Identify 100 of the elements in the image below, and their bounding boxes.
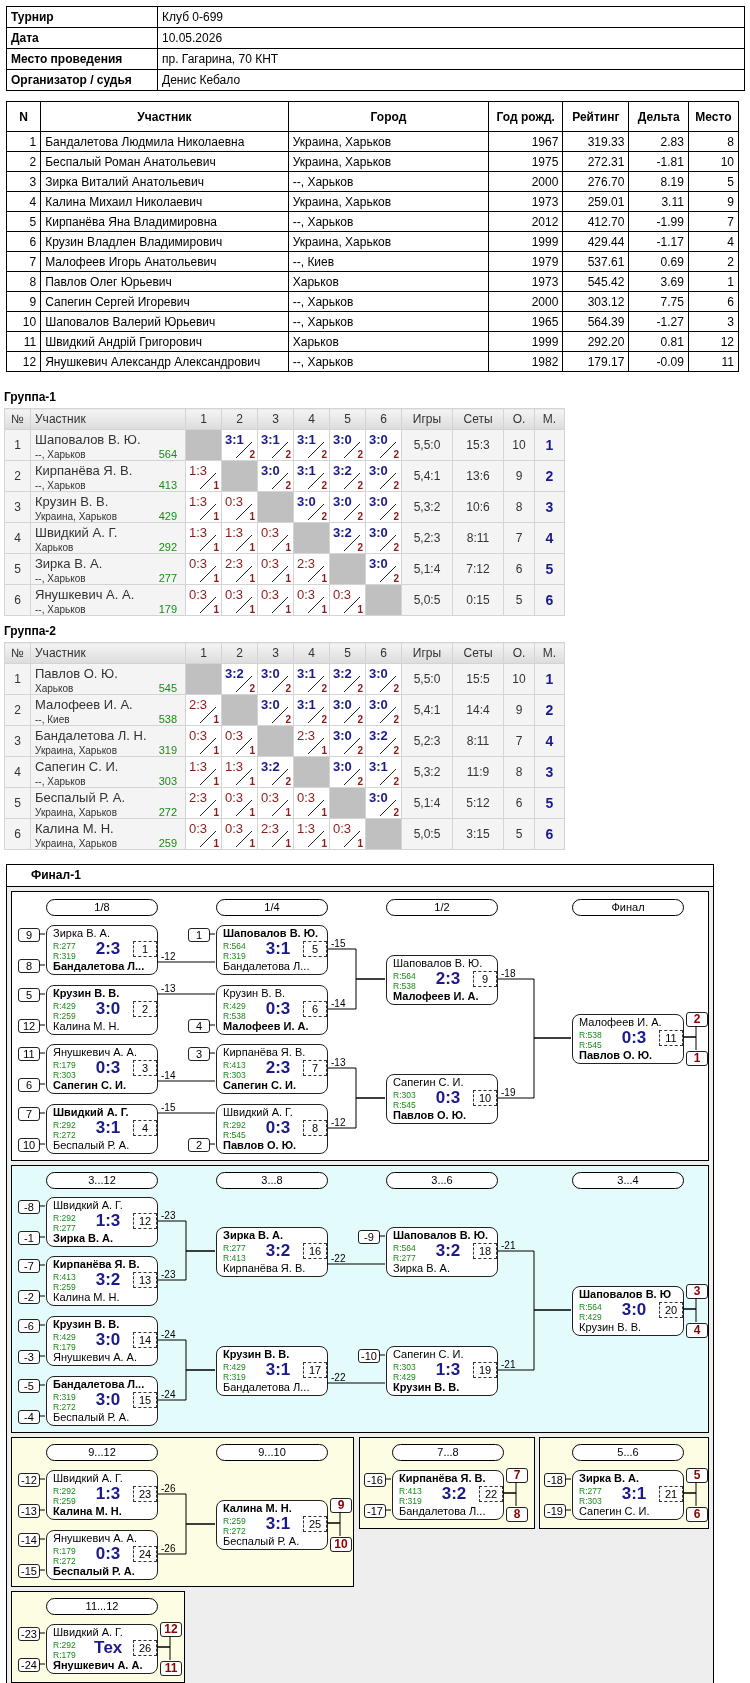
match-score: 3:0	[369, 494, 388, 509]
player-name: Янушкевич А. А.	[53, 1351, 137, 1363]
connector-line	[156, 1369, 216, 1401]
column-header: О.	[503, 642, 535, 664]
connector-line	[326, 1097, 386, 1129]
match-score: 2:3	[261, 821, 280, 836]
edge-label: -22	[330, 1253, 347, 1264]
match-score: 1:3	[94, 1484, 122, 1504]
delta-value: 0.81	[628, 331, 689, 352]
rating-value: 179	[158, 603, 177, 615]
match-box	[572, 1470, 684, 1520]
match-score: 3:2	[261, 759, 280, 774]
rating-value: R:303	[223, 1070, 246, 1080]
match-score: 0:3	[94, 1544, 122, 1564]
match-score: 3:1	[225, 432, 244, 447]
place-value: 5	[688, 171, 739, 192]
connector-line	[38, 1478, 46, 1480]
column-header: Город	[288, 101, 489, 132]
match-score: 3:1	[297, 432, 316, 447]
player-name: Сапегин С. И.	[35, 759, 119, 774]
seed-box: -5	[18, 1379, 40, 1393]
match-points: 1	[285, 807, 291, 818]
player-name: Крузин В. В.	[53, 987, 120, 999]
match-score: 3:0	[333, 759, 352, 774]
match-number: 15	[133, 1392, 157, 1408]
match-score: 2:3	[297, 556, 316, 571]
connector-line	[208, 1052, 216, 1054]
match-box	[216, 1346, 328, 1396]
rating-value: R:303	[53, 1070, 76, 1080]
column-header: №	[4, 642, 31, 664]
player-name: Сапегин С. И.	[393, 1348, 464, 1360]
seed-box: -7	[18, 1259, 40, 1273]
player-name: Малофеев Игорь Анатольевич	[40, 251, 289, 272]
row-number: 3	[4, 491, 31, 523]
rating-value: 276.70	[562, 171, 629, 192]
player-name: Швидкий А. Г.	[53, 1472, 123, 1484]
match-box	[216, 1227, 328, 1277]
match-score: 0:3	[225, 494, 244, 509]
connector-line	[682, 1036, 697, 1051]
delta-value: 3.69	[628, 271, 689, 292]
row-number: 5	[4, 553, 31, 585]
player-name: Сапегин С. И.	[393, 1076, 464, 1088]
column-header: Игры	[401, 642, 453, 664]
player-name: Зирка В. А.	[53, 927, 110, 939]
connector-line	[156, 1112, 216, 1114]
edge-label: -18	[500, 968, 517, 979]
match-score: 0:3	[261, 587, 280, 602]
match-box	[386, 1346, 498, 1396]
birth-year: 2012	[488, 211, 563, 232]
city-text: --, Харьков	[35, 449, 86, 460]
sets-value: 15:3	[452, 429, 504, 461]
rating-value: 277	[158, 572, 177, 584]
panel-title: Финал-1	[7, 865, 713, 887]
match-number: 17	[303, 1362, 327, 1378]
match-points: 2	[393, 776, 399, 787]
place-box: 9	[330, 1498, 352, 1513]
rating-value: R:429	[579, 1312, 602, 1322]
match-points: 1	[213, 745, 219, 756]
place-value: 9	[688, 191, 739, 212]
sets-value: 8:11	[452, 725, 504, 757]
rating-value: R:277	[223, 1243, 246, 1253]
seed-box: -14	[18, 1533, 40, 1547]
match-score: 3:2	[440, 1484, 468, 1504]
match-score: 0:3	[189, 821, 208, 836]
rating-value: R:413	[223, 1253, 246, 1263]
row-number: 12	[6, 351, 41, 372]
player-name: Крузин В. В.	[223, 1348, 290, 1360]
round-label: 1/8	[46, 899, 158, 916]
match-points: 2	[321, 683, 327, 694]
seed-box: 11	[18, 1047, 40, 1061]
city-text: --, Харьков	[35, 573, 86, 584]
match-score: 3:0	[261, 697, 280, 712]
match-points: 1	[321, 604, 327, 615]
match-score: 3:0	[333, 728, 352, 743]
match-points: 1	[285, 838, 291, 849]
seed-box: -19	[544, 1504, 566, 1518]
round-label: 9...12	[46, 1444, 158, 1461]
place-value: 7	[688, 211, 739, 232]
match-score: 3:0	[94, 999, 122, 1019]
column-header: М.	[534, 408, 565, 430]
rating-value: R:538	[579, 1030, 602, 1040]
match-points: 1	[213, 573, 219, 584]
player-name: Бандалетова Л...	[53, 960, 145, 972]
match-number: 24	[133, 1546, 157, 1562]
rating-value: R:564	[579, 1302, 602, 1312]
match-box	[46, 1376, 158, 1426]
match-score: 3:1	[264, 1514, 292, 1534]
edge-label: -23	[160, 1210, 177, 1221]
column-header: Участник	[30, 408, 186, 430]
match-score: 3:0	[369, 666, 388, 681]
seed-box: -9	[358, 1230, 380, 1244]
match-box	[216, 1500, 328, 1550]
row-number: 6	[6, 231, 41, 252]
rating-value: R:179	[53, 1342, 76, 1352]
games-value: 5,1:4	[401, 787, 453, 819]
round-label: Финал	[572, 899, 684, 916]
rating-value: 412.70	[562, 211, 629, 232]
connector-line	[496, 1037, 572, 1099]
birth-year: 1979	[488, 251, 563, 272]
edge-label: -24	[160, 1329, 177, 1340]
